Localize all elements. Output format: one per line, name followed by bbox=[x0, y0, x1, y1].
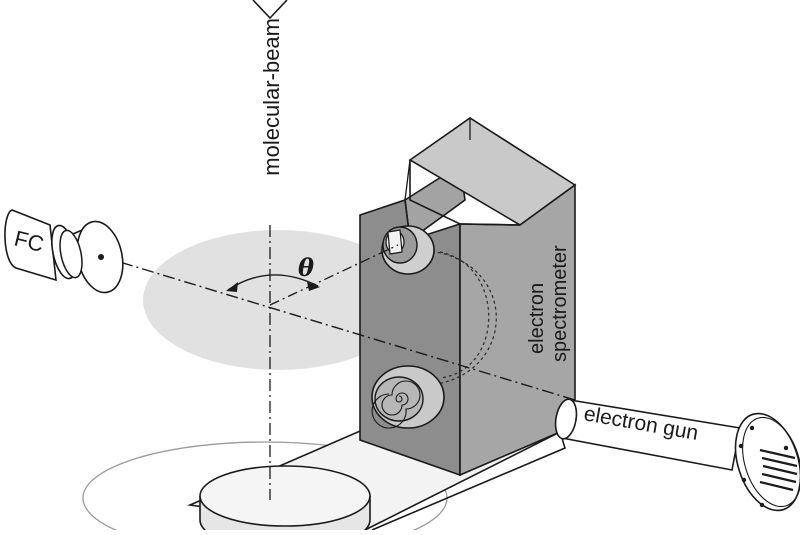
spectrometer-label-line1: electron bbox=[526, 283, 548, 354]
molecular-beam-label: molecular-beam bbox=[259, 18, 284, 176]
scattering-plane bbox=[143, 230, 413, 370]
electron-beam-axis bbox=[99, 255, 576, 401]
turntable-disc bbox=[199, 465, 371, 535]
spectrometer-label-line2: spectrometer bbox=[549, 245, 571, 362]
exit-lens bbox=[371, 365, 445, 429]
theta-label: θ bbox=[298, 253, 314, 282]
molecular-beam-nozzle bbox=[252, 0, 288, 20]
faraday-cup bbox=[4, 209, 124, 294]
theta-angle-arc bbox=[226, 274, 320, 292]
electron-gun bbox=[554, 398, 800, 512]
entrance-lens bbox=[381, 225, 435, 275]
scattered-electron-axis bbox=[269, 244, 399, 306]
